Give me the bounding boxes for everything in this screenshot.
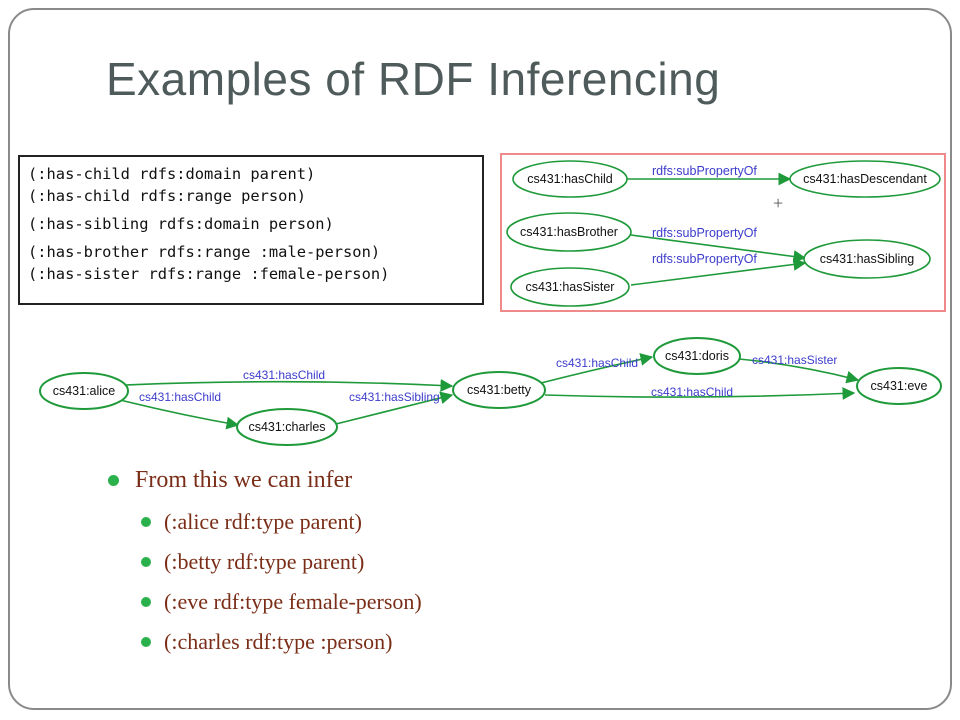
edge-label: cs431:hasChild [651, 385, 733, 399]
bullet-dot-icon [108, 475, 119, 486]
slide-title: Examples of RDF Inferencing [106, 53, 721, 105]
code-line: (:has-child rdfs:range person) [28, 187, 306, 205]
bullet-main-text: From this we can infer [135, 467, 353, 493]
graph-edge [125, 379, 454, 392]
bullet-dot-icon [141, 557, 151, 567]
node-label: cs431:charles [248, 420, 325, 434]
bullet-sub-item: (:charles rdf:type :person) [108, 622, 422, 662]
node-charles [236, 408, 338, 446]
bullet-sub-text: (:eve rdf:type female-person) [164, 589, 422, 614]
graph-edge [630, 258, 807, 286]
bullet-sub-item: (:eve rdf:type female-person) [108, 582, 422, 622]
bullet-sub-item: (:betty rdf:type parent) [108, 542, 422, 582]
inference-bullets: From this we can infer (:alice rdf:type … [108, 462, 422, 662]
bullet-sub-item: (:alice rdf:type parent) [108, 502, 422, 542]
node-label: cs431:betty [467, 383, 532, 397]
bullet-sub-list: (:alice rdf:type parent) (:betty rdf:typ… [108, 502, 422, 662]
code-line: (:has-brother rdfs:range :male-person) [28, 243, 381, 261]
plus-symbol: + [773, 193, 783, 213]
bullet-dot-icon [141, 597, 151, 607]
edge-label: rdfs:subPropertyOf [652, 164, 757, 178]
rdfs-code-box: (:has-child rdfs:domain parent) (:has-ch… [18, 155, 484, 305]
graph-edge [335, 391, 454, 425]
node-alice [39, 372, 129, 410]
node-hasBrother [506, 212, 632, 252]
edge-label: cs431:hasSister [752, 353, 837, 367]
edge-label: cs431:hasSibling [349, 390, 440, 404]
node-hasSister [510, 267, 630, 307]
code-line: (:has-sister rdfs:range :female-person) [28, 265, 390, 283]
node-label: cs431:hasDescendant [803, 172, 927, 186]
graph-edge [544, 387, 856, 400]
bullet-dot-icon [141, 637, 151, 647]
edge-label: rdfs:subPropertyOf [652, 252, 757, 266]
node-hasSibling [803, 239, 931, 279]
node-label: cs431:hasSister [526, 280, 615, 294]
node-label: cs431:alice [53, 384, 116, 398]
edge-label: cs431:hasChild [243, 368, 325, 382]
node-label: cs431:eve [871, 379, 928, 393]
node-doris [653, 337, 741, 375]
edge-label: rdfs:subPropertyOf [652, 226, 757, 240]
bullet-sub-text: (:betty rdf:type parent) [164, 549, 365, 574]
graph-edge [115, 398, 240, 430]
graph-edge [738, 358, 860, 384]
graph-edge [630, 234, 807, 263]
code-line: (:has-child rdfs:domain parent) [28, 165, 316, 183]
node-hasDescendant [789, 160, 941, 198]
node-hasChild [512, 160, 628, 198]
code-line: (:has-sibling rdfs:domain person) [28, 215, 334, 233]
graph-edge [540, 353, 654, 384]
bullet-sub-text: (:alice rdf:type parent) [164, 509, 362, 534]
bullet-main: From this we can infer [108, 462, 422, 498]
node-label: cs431:doris [665, 349, 729, 363]
node-betty [452, 371, 546, 409]
node-eve [856, 367, 942, 405]
node-label: cs431:hasChild [527, 172, 613, 186]
edge-label: cs431:hasChild [139, 390, 221, 404]
node-label: cs431:hasBrother [520, 225, 618, 239]
bullet-dot-icon [141, 517, 151, 527]
bullet-sub-text: (:charles rdf:type :person) [164, 629, 393, 654]
node-label: cs431:hasSibling [820, 252, 915, 266]
edge-label: cs431:hasChild [556, 356, 638, 370]
instance-graph: cs431:hasChild cs431:hasChild cs431:hasS… [39, 337, 942, 446]
slide-frame [8, 8, 952, 710]
property-graph: rdfs:subPropertyOf rdfs:subPropertyOf rd… [500, 153, 946, 312]
